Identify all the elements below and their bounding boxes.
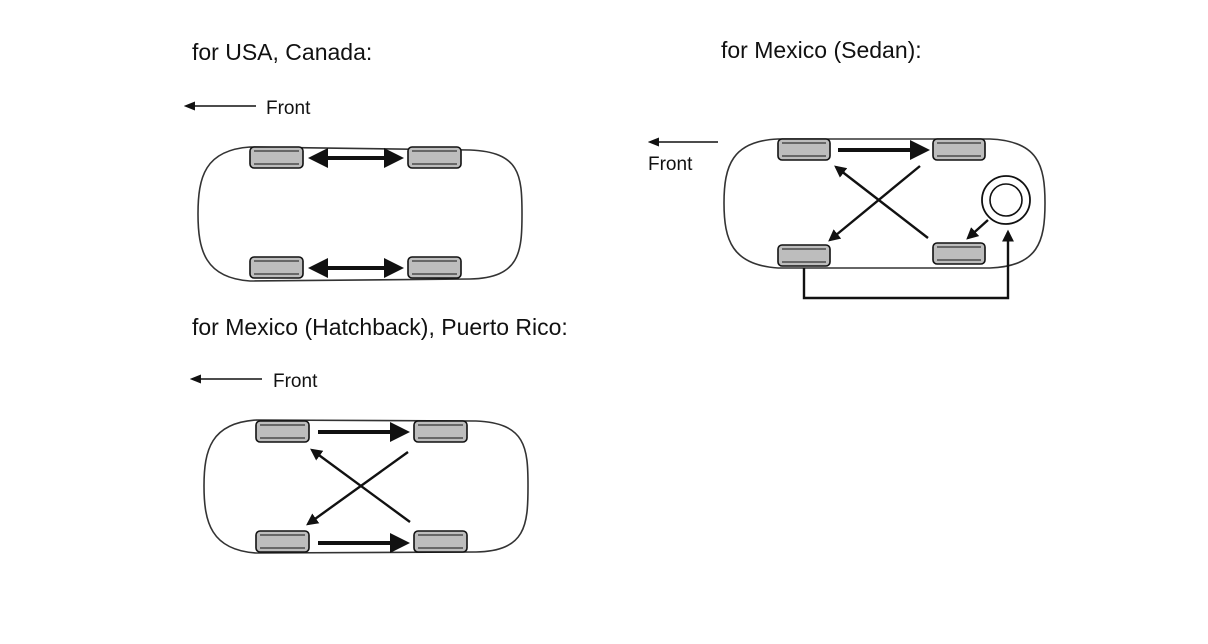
car-body-outline xyxy=(203,419,529,554)
spare-tire xyxy=(981,175,1031,225)
tire-rear-left xyxy=(407,146,462,169)
front-label: Front xyxy=(266,98,311,119)
tire-front-left xyxy=(777,138,831,161)
tire-front-right xyxy=(255,530,310,553)
tire-rear-left xyxy=(932,138,986,161)
front-label: Front xyxy=(273,371,318,392)
mexico-sedan-diagram: for Mexico (Sedan): Front xyxy=(647,37,1046,300)
tire-front-left xyxy=(255,420,310,443)
rotation-arrow-rear-left-to-front-right xyxy=(828,165,921,242)
tire-rear-right xyxy=(413,530,468,553)
car-body-outline xyxy=(197,146,523,282)
mexico-sedan-title: for Mexico (Sedan): xyxy=(721,37,922,63)
tire-front-left xyxy=(249,146,304,169)
rotation-arrow-front-right-to-spare xyxy=(802,229,1014,300)
rotation-arrow-rear-right-to-front-left xyxy=(834,165,929,239)
mexico-hatchback-title: for Mexico (Hatchback), Puerto Rico: xyxy=(192,314,568,340)
rotation-arrow-rear-left-to-front-right xyxy=(306,451,409,526)
tire-front-right xyxy=(777,244,831,267)
usa-canada-diagram: for USA, Canada: Front xyxy=(183,39,523,282)
car-body-outline xyxy=(723,138,1046,269)
tire-rear-right xyxy=(407,256,462,279)
tire-rear-left xyxy=(413,420,468,443)
rotation-arrow-spare-to-rear-right xyxy=(966,219,989,240)
tire-front-right xyxy=(249,256,304,279)
mexico-hatchback-puerto-rico-diagram: for Mexico (Hatchback), Puerto Rico: Fro… xyxy=(189,314,568,554)
usa-canada-title: for USA, Canada: xyxy=(192,39,372,65)
tire-rear-right xyxy=(932,242,986,265)
front-label: Front xyxy=(648,154,693,175)
